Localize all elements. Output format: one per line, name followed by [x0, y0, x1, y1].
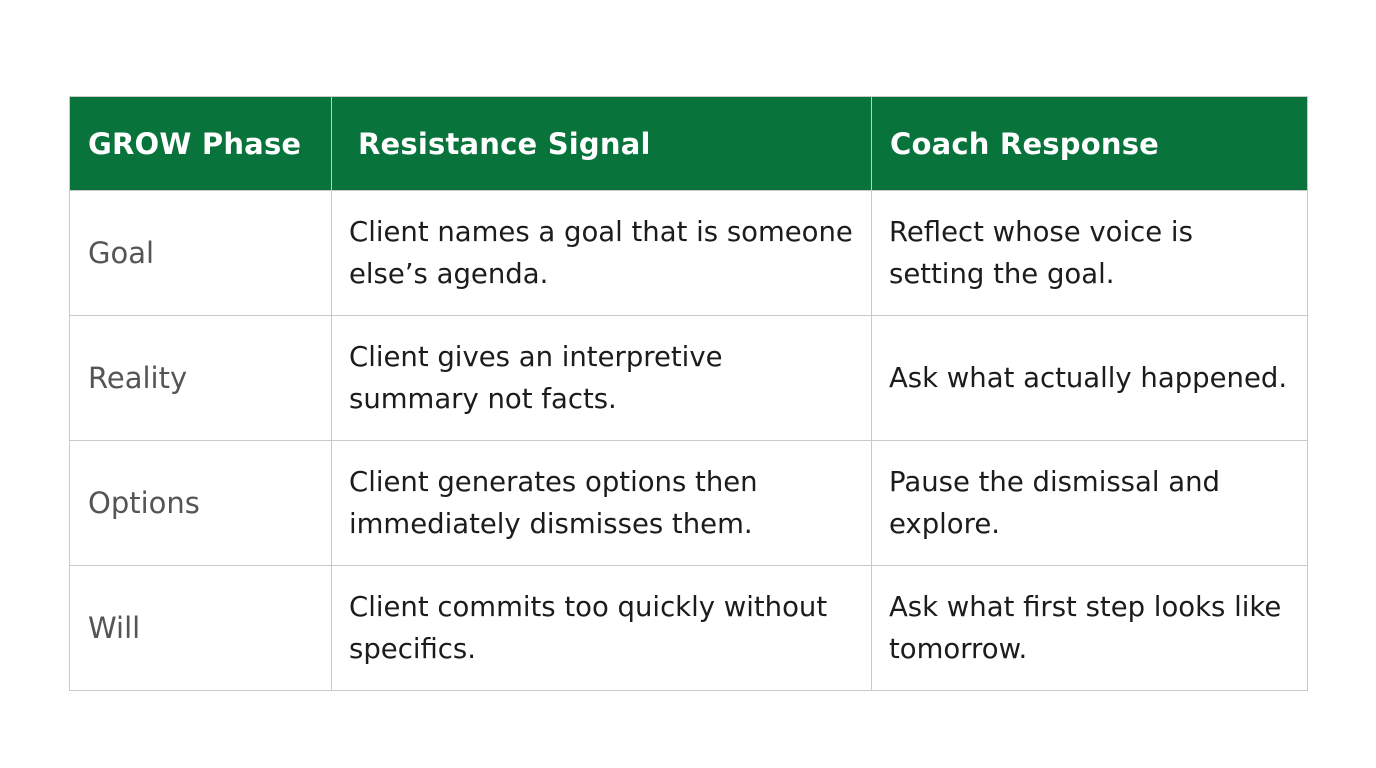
table-row: Options Client generates options then im… [69, 440, 1308, 566]
resistance-signal-cell: Client commits too quickly without speci… [331, 565, 872, 691]
resistance-signal-cell: Client generates options then immediatel… [331, 440, 872, 566]
coach-response-cell: Pause the dismissal and explore. [871, 440, 1308, 566]
table-header: GROW Phase Resistance Signal Coach Respo… [69, 96, 1308, 191]
phase-cell: Will [69, 565, 332, 691]
coach-response-cell: Ask what actually happened. [871, 315, 1308, 441]
grow-resistance-table: GROW Phase Resistance Signal Coach Respo… [69, 96, 1308, 691]
table-row: Reality Client gives an interpretive sum… [69, 315, 1308, 441]
phase-cell: Options [69, 440, 332, 566]
resistance-signal-cell: Client names a goal that is someone else… [331, 190, 872, 316]
table-body: Goal Client names a goal that is someone… [69, 190, 1308, 691]
coach-response-cell: Ask what first step looks like tomorrow. [871, 565, 1308, 691]
coach-response-cell: Reflect whose voice is setting the goal. [871, 190, 1308, 316]
header-coach-response: Coach Response [871, 96, 1308, 191]
table-row: Will Client commits too quickly without … [69, 565, 1308, 691]
table-row: Goal Client names a goal that is someone… [69, 190, 1308, 316]
header-row: GROW Phase Resistance Signal Coach Respo… [69, 96, 1308, 191]
header-grow-phase: GROW Phase [69, 96, 332, 191]
phase-cell: Reality [69, 315, 332, 441]
resistance-signal-cell: Client gives an interpretive summary not… [331, 315, 872, 441]
header-resistance-signal: Resistance Signal [331, 96, 872, 191]
phase-cell: Goal [69, 190, 332, 316]
